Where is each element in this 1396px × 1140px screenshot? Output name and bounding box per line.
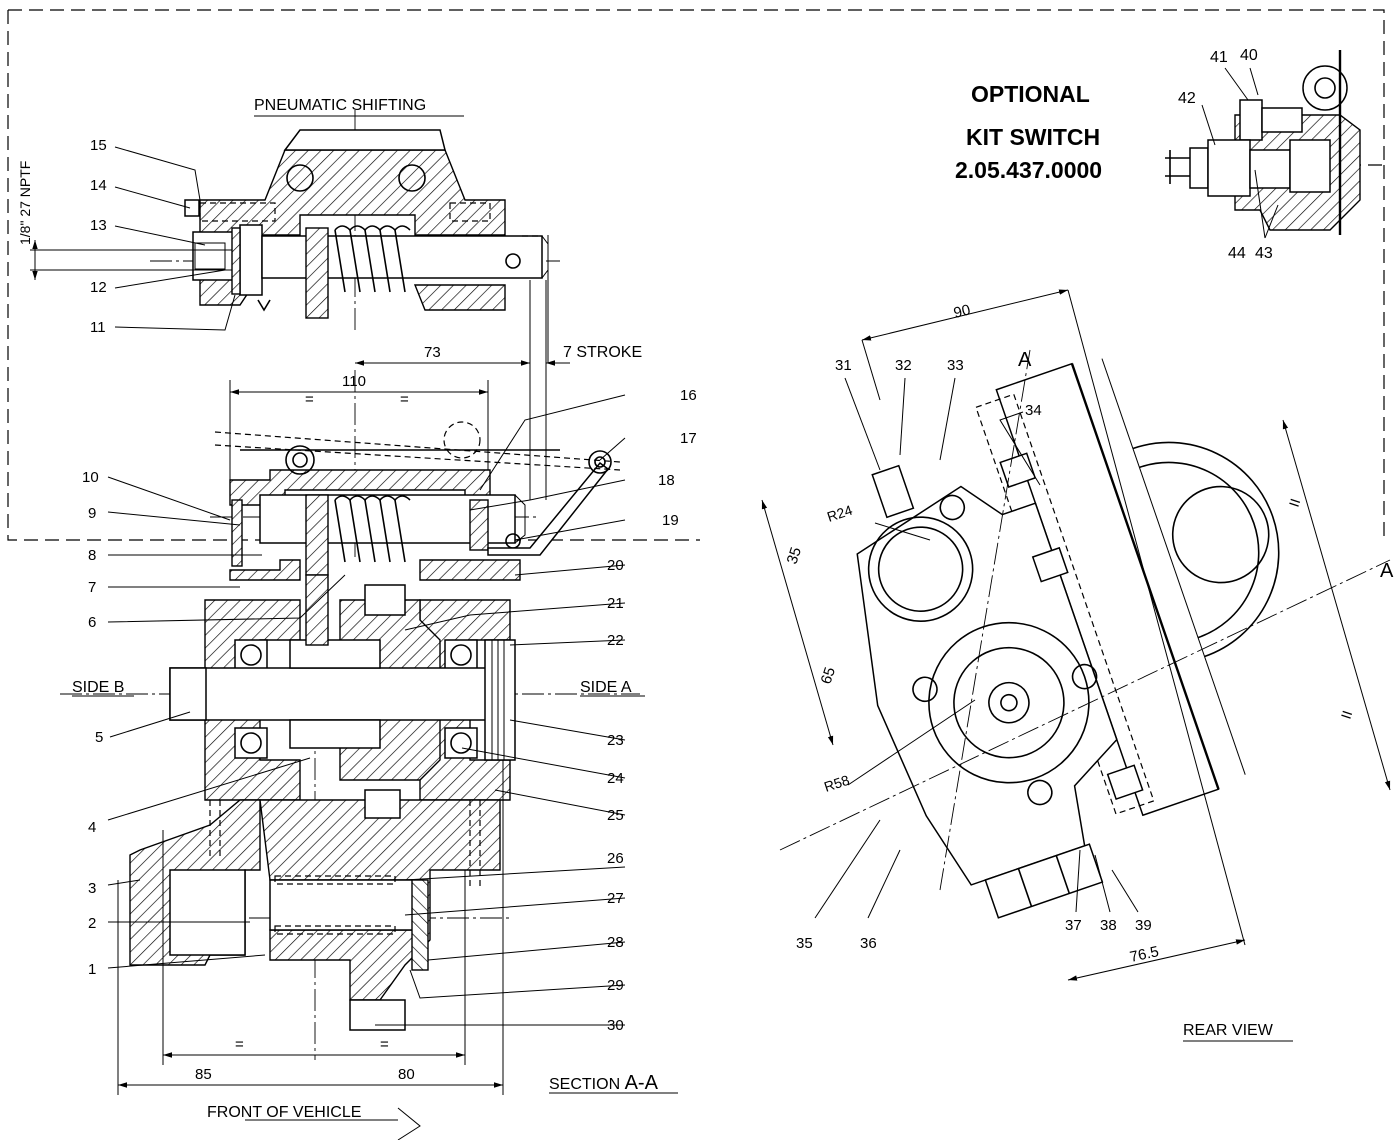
callout-39: 39 <box>1135 917 1152 934</box>
section-marker-right: A <box>1380 560 1394 582</box>
callout-22: 22 <box>607 632 624 649</box>
dim-eq-4: = <box>380 1036 389 1053</box>
callout-23: 23 <box>607 732 624 749</box>
callout-10: 10 <box>82 469 99 486</box>
callout-34: 34 <box>1025 402 1042 419</box>
dim-110: 110 <box>342 373 366 390</box>
dim-port-thread: 1/8" 27 NPTF <box>17 161 33 245</box>
callout-29: 29 <box>607 977 624 994</box>
callout-25: 25 <box>607 807 624 824</box>
dim-76-5: 76.5 <box>1128 943 1160 966</box>
callout-17: 17 <box>680 430 697 447</box>
dim-r58: R58 <box>822 772 852 795</box>
dim-par-2: II <box>1338 709 1356 721</box>
callout-7: 7 <box>88 579 96 596</box>
callout-37: 37 <box>1065 917 1082 934</box>
dim-65: 65 <box>818 665 839 686</box>
leader-lines <box>107 67 1279 1026</box>
front-of-vehicle-label: FRONT OF VEHICLE <box>207 1104 361 1121</box>
callout-19: 19 <box>662 512 679 529</box>
dim-7-stroke: 7 STROKE <box>563 344 642 361</box>
section-title: SECTION A-A <box>549 1072 659 1094</box>
dim-eq-1: = <box>305 391 314 408</box>
callout-9: 9 <box>88 505 96 522</box>
callout-27: 27 <box>607 890 624 907</box>
callout-21: 21 <box>607 595 624 612</box>
pneumatic-shifting-title: PNEUMATIC SHIFTING <box>254 97 426 114</box>
dim-35: 35 <box>784 545 805 566</box>
callout-20: 20 <box>607 557 624 574</box>
callout-2: 2 <box>88 915 96 932</box>
callout-41: 41 <box>1210 49 1228 66</box>
dim-85: 85 <box>195 1066 212 1083</box>
kit-number-label: 2.05.437.0000 <box>955 157 1102 183</box>
dim-73: 73 <box>424 344 441 361</box>
callout-42: 42 <box>1178 90 1196 107</box>
rear-view <box>779 349 1391 919</box>
callout-6: 6 <box>88 614 96 631</box>
callout-33: 33 <box>947 357 964 374</box>
callout-12: 12 <box>90 279 107 296</box>
section-marker-top: A <box>1018 349 1032 371</box>
callout-13: 13 <box>90 217 107 234</box>
pneumatic-shifting-view <box>30 110 560 330</box>
callout-28: 28 <box>607 934 624 951</box>
callout-44: 44 <box>1228 245 1246 262</box>
callout-43: 43 <box>1255 245 1273 262</box>
dimension-lines <box>32 235 1391 1140</box>
kit-switch-label: KIT SWITCH <box>966 124 1100 150</box>
side-b-label: SIDE B <box>72 679 124 696</box>
callout-40: 40 <box>1240 47 1258 64</box>
callout-1: 1 <box>88 961 96 978</box>
callout-4: 4 <box>88 819 96 836</box>
callout-32: 32 <box>895 357 912 374</box>
section-a-a-view <box>60 370 640 1060</box>
callout-8: 8 <box>88 547 96 564</box>
callout-26: 26 <box>607 850 624 867</box>
dim-par-1: II <box>1286 497 1304 509</box>
callout-24: 24 <box>607 770 624 787</box>
callout-31: 31 <box>835 357 852 374</box>
callout-36: 36 <box>860 935 877 952</box>
callout-16: 16 <box>680 387 697 404</box>
callout-5: 5 <box>95 729 103 746</box>
kit-switch-view <box>1165 50 1361 235</box>
dim-80: 80 <box>398 1066 415 1083</box>
rear-view-title: REAR VIEW <box>1183 1022 1274 1039</box>
callout-15: 15 <box>90 137 107 154</box>
optional-label: OPTIONAL <box>971 81 1090 107</box>
callout-3: 3 <box>88 880 96 897</box>
callout-11: 11 <box>90 319 106 336</box>
annotations: PNEUMATIC SHIFTING OPTIONAL KIT SWITCH 2… <box>17 81 1394 1121</box>
dim-r24: R24 <box>825 502 855 525</box>
callout-38: 38 <box>1100 917 1117 934</box>
side-a-label: SIDE A <box>580 679 632 696</box>
dim-90: 90 <box>952 301 972 322</box>
callout-18: 18 <box>658 472 675 489</box>
callout-35: 35 <box>796 935 813 952</box>
dim-eq-3: = <box>235 1036 244 1053</box>
callout-30: 30 <box>607 1017 624 1034</box>
callout-numbers: 15 14 13 12 11 10 9 8 7 6 5 4 3 2 1 16 1… <box>82 47 1273 1034</box>
callout-14: 14 <box>90 177 107 194</box>
dim-eq-2: = <box>400 391 409 408</box>
